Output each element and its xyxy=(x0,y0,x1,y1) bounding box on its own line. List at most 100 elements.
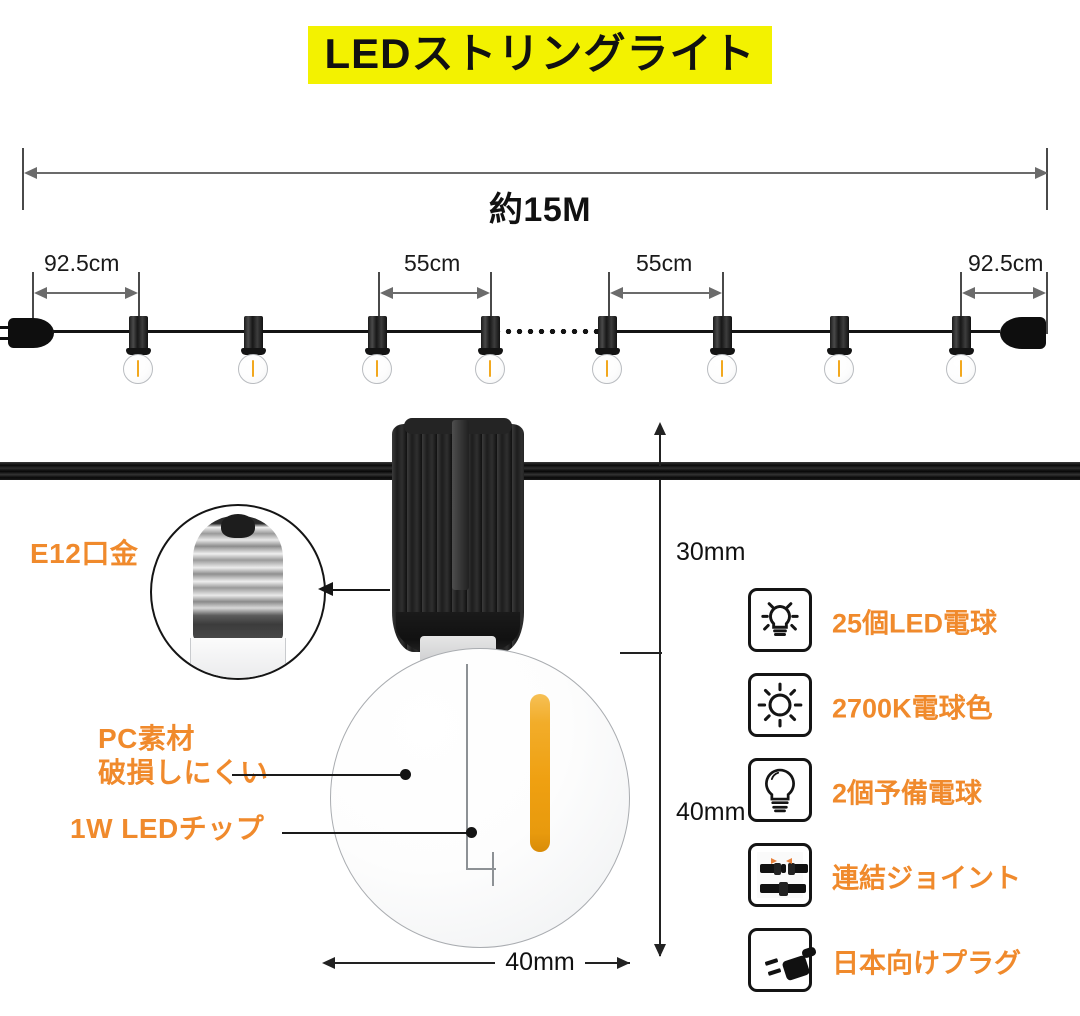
socket-height-label: 30mm xyxy=(676,538,746,566)
bulb-socket xyxy=(365,316,390,355)
seg2-tick-left xyxy=(378,272,380,334)
socket-holder-rib xyxy=(452,420,469,590)
seg3-tick-left xyxy=(608,272,610,334)
e12-glass-edge xyxy=(190,638,286,678)
feature-item: 2700K電球色 xyxy=(748,673,1080,739)
material-leader-line xyxy=(232,774,406,776)
seg3-arrow-left xyxy=(610,287,623,299)
dim-line-top xyxy=(659,434,661,466)
bulb-rays-icon xyxy=(748,588,812,652)
seg1-line xyxy=(38,292,136,294)
bulb-socket xyxy=(827,316,852,355)
bulb-socket xyxy=(126,316,151,355)
connector-joint-icon xyxy=(748,843,812,907)
string-wire-right xyxy=(600,330,1000,333)
japan-plug-icon xyxy=(748,928,818,992)
bulb-socket xyxy=(478,316,503,355)
e12-base-label: E12口金 xyxy=(30,538,139,569)
bulb-globe xyxy=(330,648,630,948)
seg2-arrow-right xyxy=(477,287,490,299)
bulb xyxy=(707,354,737,384)
feature-label: 連結ジョイント xyxy=(832,863,1021,894)
feature-item: 日本向けプラグ xyxy=(748,928,1080,994)
seg3-tick-right xyxy=(722,272,724,334)
end-connector-cap-icon xyxy=(1000,317,1046,349)
feature-item: 連結ジョイント xyxy=(748,843,1080,909)
chip-leader-dot xyxy=(466,827,477,838)
string-light-illustration xyxy=(0,300,1080,410)
total-length-label: 約15M xyxy=(488,191,592,229)
filament-wire xyxy=(466,868,496,870)
dim-line-total xyxy=(28,172,1042,174)
feature-label: 25個LED電球 xyxy=(832,608,998,639)
e12-screw-thread xyxy=(193,514,283,642)
string-wire-dotted xyxy=(492,329,600,334)
bulb-socket xyxy=(710,316,735,355)
plug-photo xyxy=(758,938,818,982)
dim-arrow-left xyxy=(24,167,37,179)
e12-base-magnifier xyxy=(150,504,326,680)
seg1-tick-right xyxy=(138,272,140,334)
seg2-arrow-left xyxy=(380,287,393,299)
power-plug-icon xyxy=(0,318,54,348)
material-line-1: PC素材 xyxy=(98,723,195,754)
seg4-arrow-left xyxy=(962,287,975,299)
e12-leader-line xyxy=(330,589,390,591)
seg4-tick-right xyxy=(1046,272,1048,334)
bulb xyxy=(475,354,505,384)
dim-arrow-down xyxy=(654,944,666,957)
seg1-label: 92.5cm xyxy=(44,250,120,276)
title-text: LEDストリングライト xyxy=(308,26,772,85)
seg4-line xyxy=(966,292,1044,294)
seg4-label: 92.5cm xyxy=(968,250,1044,276)
seg2-label: 55cm xyxy=(404,250,461,276)
page-title: LEDストリングライト xyxy=(0,26,1080,85)
dim-tick-right xyxy=(1046,148,1048,210)
seg2-tick-right xyxy=(490,272,492,334)
filament-post xyxy=(492,852,494,886)
bulb-socket xyxy=(241,316,266,355)
seg1-arrow-left xyxy=(34,287,47,299)
led-filament xyxy=(530,694,550,852)
chip-leader-line xyxy=(282,832,472,834)
dim-tick-mid xyxy=(620,652,662,654)
joint-photo xyxy=(757,852,808,898)
dim-arrow-right xyxy=(1035,167,1048,179)
bulb xyxy=(824,354,854,384)
feature-item: 25個LED電球 xyxy=(748,588,1080,654)
bulb-socket xyxy=(595,316,620,355)
feature-item: 2個予備電球 xyxy=(748,758,1080,824)
seg3-label: 55cm xyxy=(636,250,693,276)
seg2-line xyxy=(384,292,488,294)
feature-list: 25個LED電球 2700K電球色 xyxy=(748,588,1080,1013)
dim-tick-left xyxy=(22,148,24,210)
bulb-socket xyxy=(949,316,974,355)
width-arrow-right xyxy=(617,957,630,969)
chip-callout: 1W LEDチップ xyxy=(70,813,265,844)
string-wire-left xyxy=(52,330,482,333)
material-callout: PC素材 破損しにくい xyxy=(98,722,268,790)
width-arrow-left xyxy=(322,957,335,969)
seg3-arrow-right xyxy=(709,287,722,299)
main-cable xyxy=(0,462,1080,480)
seg1-tick-left xyxy=(32,272,34,334)
bulb xyxy=(238,354,268,384)
bulb xyxy=(362,354,392,384)
material-line-2: 破損しにくい xyxy=(98,757,269,789)
feature-label: 2個予備電球 xyxy=(832,778,983,809)
filament-stem xyxy=(466,664,468,870)
bulb xyxy=(592,354,622,384)
spare-bulb-icon xyxy=(748,758,812,822)
bulb xyxy=(946,354,976,384)
feature-label: 日本向けプラグ xyxy=(832,948,1021,979)
material-leader-dot xyxy=(400,769,411,780)
width-dim-line xyxy=(330,962,630,964)
dim-arrow-up xyxy=(654,422,666,435)
bulb-width-label: 40mm xyxy=(495,948,585,976)
sun-icon xyxy=(748,673,812,737)
bulb-height-label: 40mm xyxy=(676,798,746,826)
dim-line-vertical xyxy=(659,480,661,956)
bulb xyxy=(123,354,153,384)
seg4-arrow-right xyxy=(1033,287,1046,299)
